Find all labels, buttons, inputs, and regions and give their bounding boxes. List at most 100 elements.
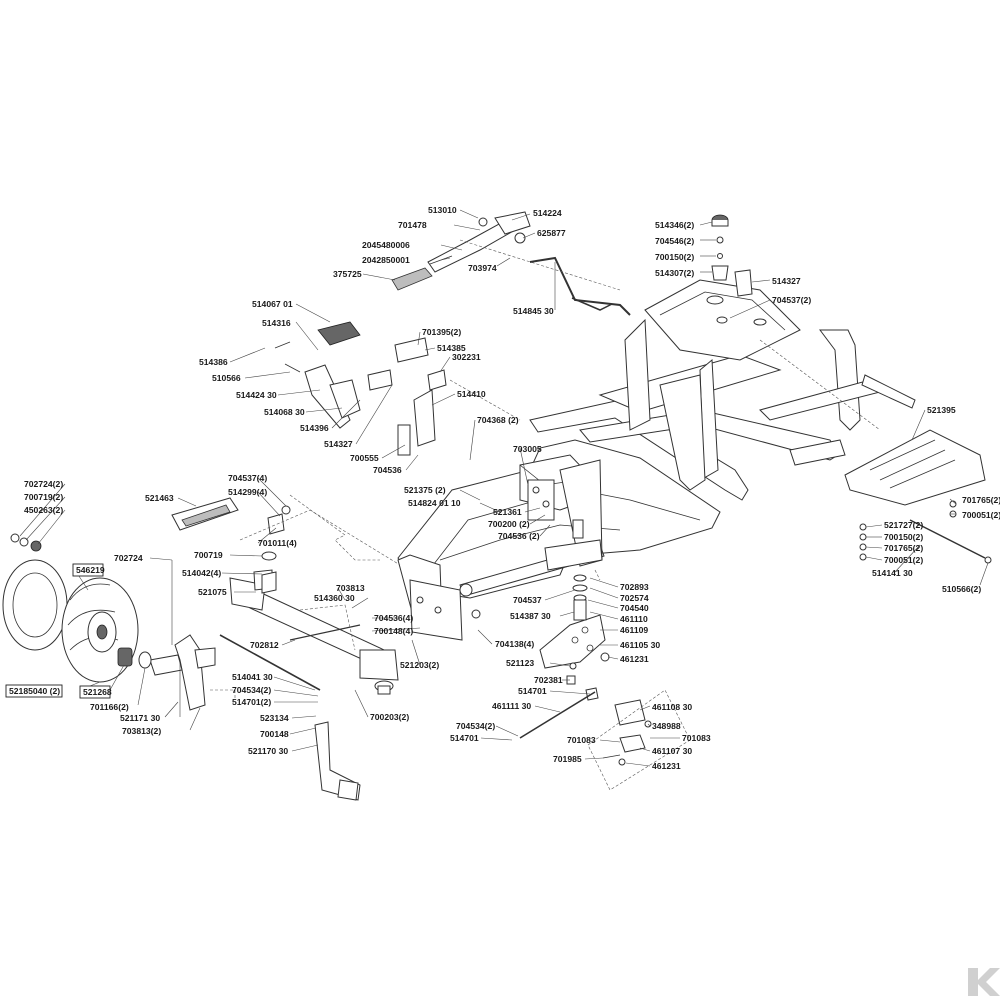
pedal-assembly — [274, 321, 447, 456]
label-461231-a: 461231 — [620, 654, 649, 664]
label-514845-30: 514845 30 — [513, 306, 554, 316]
label-701765-2-b: 701765(2) — [884, 543, 923, 553]
label-546219: 546219 — [76, 565, 105, 575]
label-514360-30: 514360 30 — [314, 593, 355, 603]
label-704536-2: 704536 (2) — [498, 531, 540, 541]
label-700051-2-b: 700051(2) — [884, 555, 923, 565]
label-702893: 702893 — [620, 582, 649, 592]
label-704537-b: 704537 — [513, 595, 542, 605]
label-700150-2-a: 700150(2) — [655, 252, 694, 262]
label-514701-b: 514701 — [450, 733, 479, 743]
label-514307-2: 514307(2) — [655, 268, 694, 278]
label-514346-2: 514346(2) — [655, 220, 694, 230]
label-514386: 514386 — [199, 357, 228, 367]
label-704138-4: 704138(4) — [495, 639, 534, 649]
label-510566: 510566 — [212, 373, 241, 383]
spindle-left — [149, 634, 216, 711]
label-700203-2: 700203(2) — [370, 712, 409, 722]
shift-rod — [529, 256, 631, 316]
label-521123: 521123 — [506, 658, 534, 668]
front-wheel — [2, 559, 152, 683]
label-521375-2: 521375 (2) — [404, 485, 446, 495]
label-704537-4: 704537(4) — [228, 473, 267, 483]
label-521727-2: 521727(2) — [884, 520, 923, 530]
label-701083-a: 701083 — [567, 735, 596, 745]
label-box-521268 — [79, 685, 111, 699]
label-302231: 302231 — [452, 352, 481, 362]
label-700555: 700555 — [350, 453, 379, 463]
label-510566-2: 510566(2) — [942, 584, 981, 594]
label-461110: 461110 — [620, 614, 648, 624]
spindle-right — [314, 721, 361, 801]
label-704534-2-a: 704534(2) — [232, 685, 271, 695]
label-514224: 514224 — [533, 208, 562, 218]
label-514327-a: 514327 — [772, 276, 801, 286]
label-704534-2-b: 704534(2) — [456, 721, 495, 731]
label-523134: 523134 — [260, 713, 289, 723]
label-461108-30: 461108 30 — [652, 702, 692, 712]
label-521268: 521268 — [83, 687, 112, 697]
label-702724: 702724 — [114, 553, 143, 563]
label-700200-2: 700200 (2) — [488, 519, 530, 529]
label-704536: 704536 — [373, 465, 402, 475]
rear-plate-521395 — [844, 429, 986, 506]
label-703813: 703813 — [336, 583, 365, 593]
steering-parts — [527, 479, 555, 521]
label-702724-2: 702724(2) — [24, 479, 63, 489]
label-521075: 521075 — [198, 587, 227, 597]
label-701395-2: 701395(2) — [422, 327, 461, 337]
label-704368-2: 704368 (2) — [477, 415, 519, 425]
label-514327-b: 514327 — [324, 439, 353, 449]
label-461107-30: 461107 30 — [652, 746, 692, 756]
label-704536-4: 704536(4) — [374, 613, 413, 623]
label-450263-2: 450263(2) — [24, 505, 63, 515]
k-logo-icon — [968, 968, 1000, 996]
label-701985: 701985 — [553, 754, 582, 764]
label-700051-2-a: 700051(2) — [962, 510, 1000, 520]
label-521361: 521361 — [493, 507, 522, 517]
label-704537-2: 704537(2) — [772, 295, 811, 305]
label-514299-4: 514299(4) — [228, 487, 267, 497]
label-514041-30: 514041 30 — [232, 672, 273, 682]
label-521203-2: 521203(2) — [400, 660, 439, 670]
label-514042-4: 514042(4) — [182, 568, 221, 578]
plate-521463 — [171, 497, 239, 531]
label-514410: 514410 — [457, 389, 486, 399]
label-703813-2: 703813(2) — [122, 726, 161, 736]
label-514141-30: 514141 30 — [872, 568, 913, 578]
label-701478: 701478 — [398, 220, 427, 230]
label-702381: 702381 — [534, 675, 563, 685]
label-704546-2: 704546(2) — [655, 236, 694, 246]
label-521171-30: 521171 30 — [120, 713, 160, 723]
label-701765-2-a: 701765(2) — [962, 495, 1000, 505]
label-box-52185040-2 — [5, 684, 63, 698]
tank-cap-parts — [711, 214, 753, 297]
label-461231-b: 461231 — [652, 761, 681, 771]
label-2042850001: 2042850001 — [362, 255, 410, 265]
label-375725: 375725 — [333, 269, 362, 279]
label-703005: 703005 — [513, 444, 542, 454]
label-348988: 348988 — [652, 721, 681, 731]
label-625877: 625877 — [537, 228, 566, 238]
washers-left — [10, 533, 42, 552]
label-703974: 703974 — [468, 263, 497, 273]
steering-sector — [519, 574, 652, 766]
label-702812: 702812 — [250, 640, 279, 650]
label-701083-b: 701083 — [682, 733, 711, 743]
label-700719: 700719 — [194, 550, 223, 560]
label-704540: 704540 — [620, 603, 649, 613]
label-514067-01: 514067 01 — [252, 299, 293, 309]
chassis-frame — [397, 279, 916, 641]
label-701011-4: 701011(4) — [258, 538, 297, 548]
label-700719-2: 700719(2) — [24, 492, 63, 502]
label-2045480006: 2045480006 — [362, 240, 410, 250]
lever-assembly — [391, 211, 531, 291]
label-514396: 514396 — [300, 423, 329, 433]
label-700150-2-b: 700150(2) — [884, 532, 923, 542]
label-514824-01-10: 514824 01 10 — [408, 498, 461, 508]
label-461109: 461109 — [620, 625, 648, 635]
label-514385: 514385 — [437, 343, 466, 353]
label-514387-30: 514387 30 — [510, 611, 551, 621]
